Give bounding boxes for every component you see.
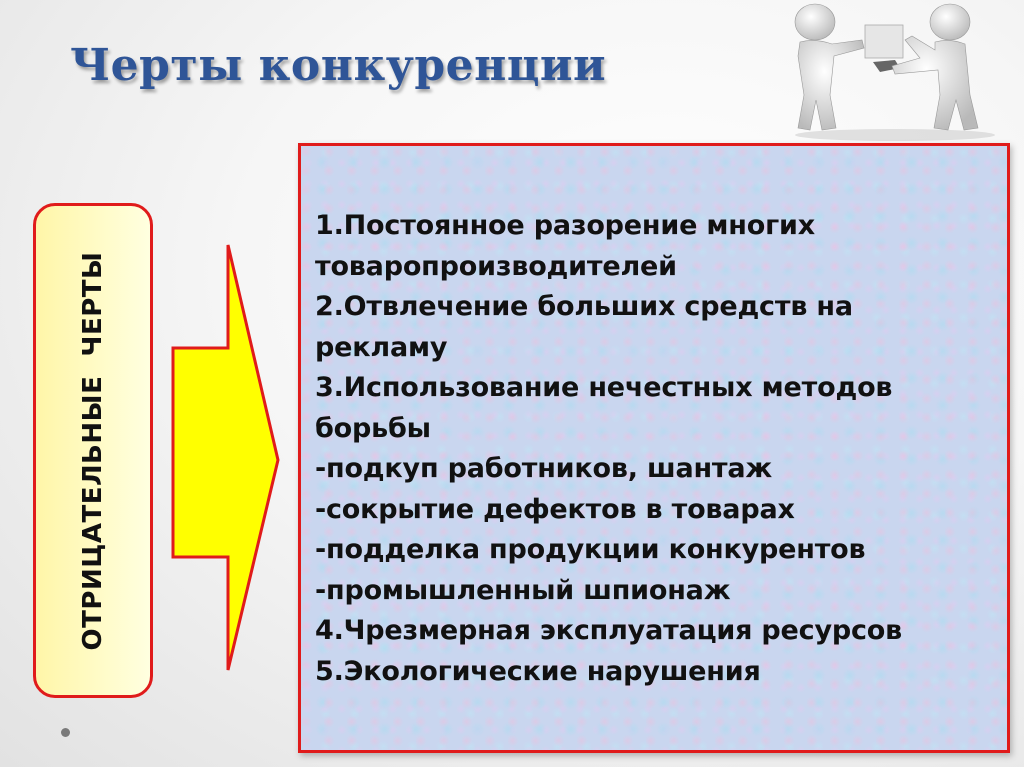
list-item: борьбы [315, 412, 431, 444]
list-item: -промышленный шпионаж [315, 574, 731, 606]
list-item: рекламу [315, 331, 448, 363]
features-list: 1.Постоянное разорение многих товаропрои… [315, 206, 997, 692]
features-list-box: 1.Постоянное разорение многих товаропрои… [298, 143, 1010, 753]
list-item: 2.Отвлечение больших средств на [315, 291, 853, 322]
two-figures-exchanging-box-icon [794, 3, 995, 141]
list-item: товаропроизводителей [315, 250, 677, 282]
negative-features-label: ОТРИЦАТЕЛЬНЫЕ ЧЕРТЫ [78, 251, 108, 650]
bullet-dot-icon [61, 728, 70, 737]
slide-title: Черты конкуренции [70, 40, 607, 91]
list-item: 5.Экологические нарушения [315, 655, 761, 687]
list-item: -подделка продукции конкурентов [315, 534, 866, 565]
list-item: -сокрытие дефектов в товарах [315, 493, 795, 525]
negative-features-label-box: ОТРИЦАТЕЛЬНЫЕ ЧЕРТЫ [33, 203, 153, 698]
list-item: 1.Постоянное разорение многих [315, 210, 815, 241]
list-item: 4.Чрезмерная эксплуатация ресурсов [315, 615, 903, 646]
list-item: 3.Использование нечестных методов [315, 372, 893, 403]
right-arrow-icon [171, 244, 280, 671]
list-item: -подкуп работников, шантаж [315, 453, 773, 484]
